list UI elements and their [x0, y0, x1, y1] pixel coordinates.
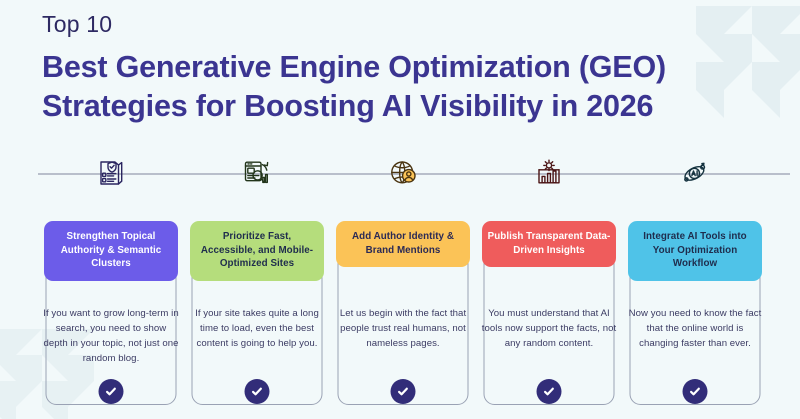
step-title-chip-2[interactable]: Prioritize Fast, Accessible, and Mobile-…	[190, 221, 324, 281]
page-title: Best Generative Engine Optimization (GEO…	[42, 50, 666, 123]
step-icon-bubble-4[interactable]	[524, 148, 574, 198]
header-block: Top 10 Best Generative Engine Optimizati…	[42, 11, 666, 125]
step-check-badge-2[interactable]	[244, 379, 270, 404]
step-body-text-2: If your site takes quite a long time to …	[195, 308, 319, 350]
step-icon-bubble-2[interactable]	[232, 148, 282, 198]
check-icon	[252, 387, 262, 396]
check-icon	[106, 387, 116, 396]
step-icon-bubble-1[interactable]	[86, 148, 136, 198]
step-body-text-4: You must understand that AI tools now su…	[481, 308, 617, 350]
step-icon-bubble-5[interactable]	[670, 148, 720, 198]
step-check-badge-5[interactable]	[682, 379, 708, 404]
step-check-badge-3[interactable]	[390, 379, 416, 404]
step-body-text-5: Now you need to know the fact that the o…	[628, 308, 762, 350]
bar-chart-gear-insights-icon	[538, 159, 560, 184]
step-check-badge-1[interactable]	[98, 379, 124, 404]
step-title-chip-5[interactable]: Integrate AI Tools into Your Optimizatio…	[628, 221, 762, 281]
step-title-chip-3[interactable]: Add Author Identity & Brand Mentions	[336, 221, 470, 268]
step-icon-bubble-3[interactable]	[378, 148, 428, 198]
document-shield-checklist-icon	[100, 161, 123, 185]
site-speed-magnifier-icon	[244, 161, 269, 184]
step-body-text-1: If you want to grow long-term in search,…	[43, 308, 179, 365]
ai-atom-workflow-icon	[684, 162, 706, 182]
check-icon	[690, 387, 700, 396]
step-title-chip-1[interactable]: Strengthen Topical Authority & Semantic …	[44, 221, 178, 281]
step-check-badge-4[interactable]	[536, 379, 562, 404]
globe-author-profile-icon	[391, 161, 416, 184]
check-icon	[398, 387, 408, 396]
check-icon	[544, 387, 554, 396]
step-title-chip-4[interactable]: Publish Transparent Data-Driven Insights	[482, 221, 616, 268]
kicker-label: Top 10	[42, 11, 113, 37]
step-body-text-3: Let us begin with the fact that people t…	[339, 308, 467, 350]
